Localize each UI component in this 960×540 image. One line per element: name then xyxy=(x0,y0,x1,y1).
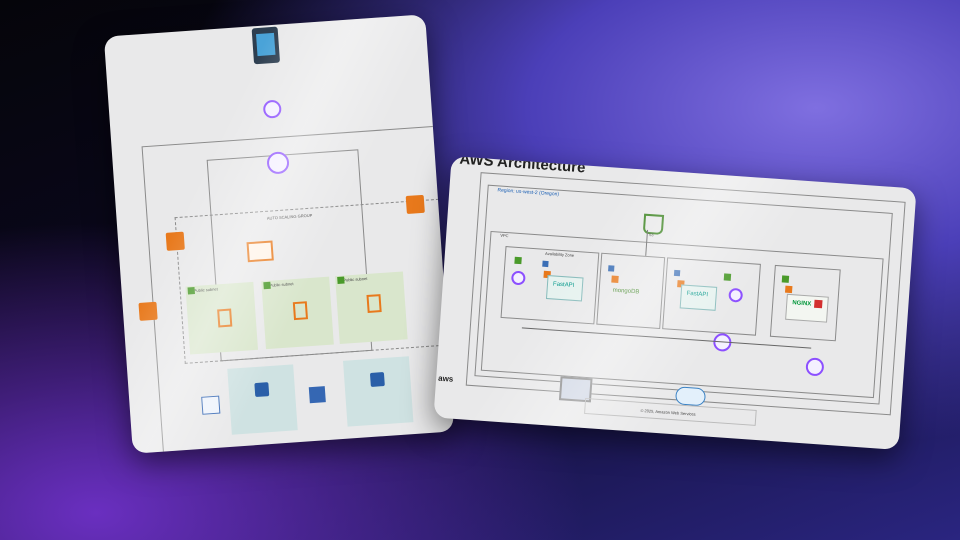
subnet-icon xyxy=(514,256,522,265)
mobile-client-icon xyxy=(251,26,281,65)
wifi-cloud-icon xyxy=(674,386,707,407)
s3-icon xyxy=(369,372,385,387)
cloudwatch-icon xyxy=(165,231,185,251)
nginx-label: NGINX xyxy=(792,300,812,308)
aws-logo: aws xyxy=(437,373,454,384)
private-subnet-2 xyxy=(343,356,414,427)
vpc-label: VPC xyxy=(500,232,509,239)
s3-label: S3 xyxy=(648,232,654,238)
subnet-icon xyxy=(673,269,681,277)
ec2-icon xyxy=(366,294,382,314)
storage-icon xyxy=(201,395,221,415)
subnet-icon xyxy=(187,287,195,295)
database-icon xyxy=(254,382,270,398)
ec2-icon xyxy=(217,308,233,328)
nginx-container xyxy=(785,293,829,323)
angular-icon xyxy=(814,299,823,309)
ec2-instances-icon xyxy=(246,240,274,263)
subnet-icon xyxy=(542,260,549,268)
subnet-icon xyxy=(337,276,345,285)
internet-gateway-icon xyxy=(262,99,282,119)
ecs-icon xyxy=(138,301,158,321)
diagram-title: AWS Architecture xyxy=(458,156,586,177)
ec2-icon xyxy=(611,275,619,283)
left-architecture-card[interactable]: AUTO SCALING GROUP Public subnet Public … xyxy=(103,14,455,454)
right-architecture-card[interactable]: AWS Architecture Region: us-west-2 (Oreg… xyxy=(433,156,917,450)
subnet-icon xyxy=(608,265,615,272)
ec2-icon xyxy=(292,301,309,321)
auto-scaling-icon xyxy=(405,194,425,215)
subnet-icon xyxy=(781,275,790,283)
private-subnet-1 xyxy=(227,364,298,435)
database-migration-icon xyxy=(308,386,326,404)
subnet-icon xyxy=(723,273,732,281)
ec2-icon xyxy=(784,285,793,294)
subnet-icon xyxy=(263,281,271,290)
